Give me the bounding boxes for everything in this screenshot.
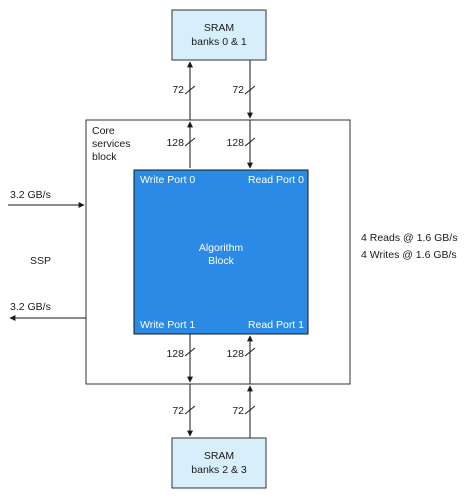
algorithm-block-label: Algorithm Block (134, 242, 308, 268)
bus-width-slashes (184, 85, 256, 415)
bus-width-top-outer-left: 72 (172, 84, 184, 96)
sram-top-box (171, 9, 267, 61)
write-port-1-label: Write Port 1 (140, 319, 196, 331)
bus-width-bottom-inner-left: 128 (166, 348, 184, 360)
read-port-1-label: Read Port 1 (247, 319, 304, 331)
sram-bottom-label: SRAM banks 2 & 3 (172, 449, 266, 477)
bus-width-bottom-inner-right: 128 (226, 348, 244, 360)
sram-bottom-line1: SRAM (203, 450, 235, 462)
read-port-0-label: Read Port 0 (247, 174, 304, 186)
bus-width-bottom-outer-right: 72 (232, 405, 244, 417)
ssp-input-rate: 3.2 GB/s (10, 189, 51, 201)
core-label-line2: services (92, 138, 131, 150)
ssp-output-rate: 3.2 GB/s (10, 301, 51, 313)
core-services-box (85, 119, 351, 385)
algorithm-line2: Block (208, 255, 234, 267)
core-services-label: Core services block (92, 125, 131, 164)
sram-top-line2: banks 0 & 1 (191, 36, 247, 48)
bus-width-top-inner-left: 128 (166, 137, 184, 149)
sram-top-label: SRAM banks 0 & 1 (172, 21, 266, 49)
write-port-0-label: Write Port 0 (140, 174, 196, 186)
reads-bandwidth: 4 Reads @ 1.6 GB/s (361, 232, 458, 244)
writes-bandwidth: 4 Writes @ 1.6 GB/s (361, 249, 457, 261)
sram-bottom-box (171, 437, 267, 489)
sram-top-line1: SRAM (203, 22, 235, 34)
algorithm-line1: Algorithm (198, 242, 244, 254)
bus-width-top-outer-right: 72 (232, 84, 244, 96)
bus-width-bottom-outer-left: 72 (172, 405, 184, 417)
algorithm-block-box (133, 169, 309, 335)
core-label-line1: Core (92, 125, 115, 137)
core-label-line3: block (92, 151, 117, 163)
sram-bottom-line2: banks 2 & 3 (191, 464, 247, 476)
bus-width-top-inner-right: 128 (226, 137, 244, 149)
ssp-label: SSP (30, 255, 52, 267)
